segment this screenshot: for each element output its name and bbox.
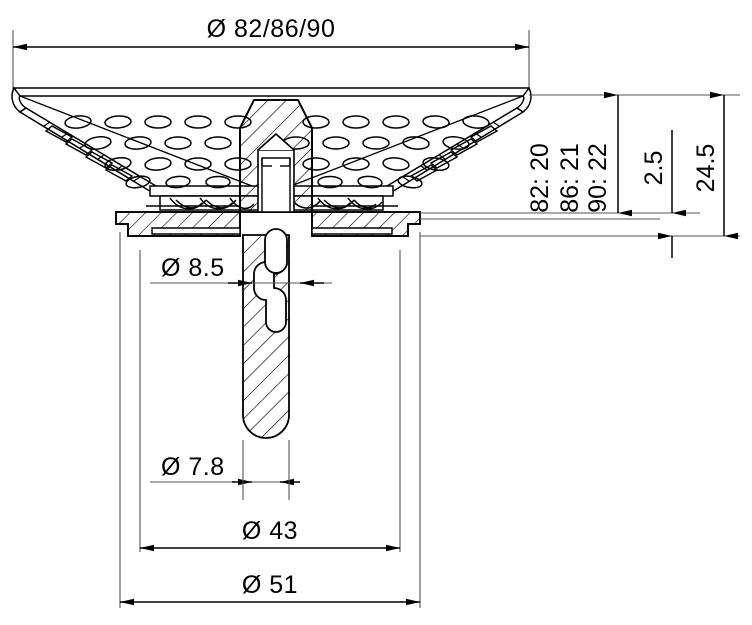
keyhole-slot-upper-lobe [264,228,288,274]
perforation-holes [64,115,490,189]
dimension-label-overall-height: 24.5 [692,144,720,193]
dimension-label-flange-thickness: 2.5 [640,151,668,186]
dimension-stem-diameter: Ø 7.8 [150,440,300,500]
cone-inner-right [290,95,524,187]
dimension-label-depth-86: 86: 21 [556,143,584,213]
dimension-overall-height: 24.5 [692,91,738,240]
dimension-label-top-diameter: Ø 82/86/90 [207,15,336,43]
flange-groove-left [151,227,241,235]
dimension-label-depth-90: 90: 22 [584,143,612,213]
flange-right-outline [311,211,421,237]
mounting-flange [115,205,421,237]
dimension-top-diameter: Ø 82/86/90 [12,15,530,95]
flange-groove-right [311,227,393,235]
cone-inner-left [19,95,253,187]
flange-left-outline [115,211,241,237]
dimension-slot-width: Ø 8.5 [150,254,332,287]
dimension-flange-thickness: 2.5 [640,130,686,258]
dimension-label-stem-diameter: Ø 7.8 [161,453,225,481]
lower-ring-openings [169,197,383,210]
dimension-basket-depth: 82: 20 86: 21 90: 22 [526,91,632,217]
stem-cavity-roof [257,132,295,151]
dimension-outer-flange-diameter: Ø 51 [119,232,421,608]
dimension-inner-flange-diameter: Ø 43 [139,250,401,552]
wall-slot-holes [44,125,499,182]
dimension-label-inner-flange-diameter: Ø 43 [242,517,298,545]
dimension-label-outer-flange-diameter: Ø 51 [242,571,298,599]
right-extension-lines [420,94,740,237]
stem-cavity-inner [261,157,291,213]
center-stem-section [239,99,313,439]
dimension-label-depth-82: 82: 20 [526,143,554,213]
dimension-label-slot-width: Ø 8.5 [161,254,225,282]
